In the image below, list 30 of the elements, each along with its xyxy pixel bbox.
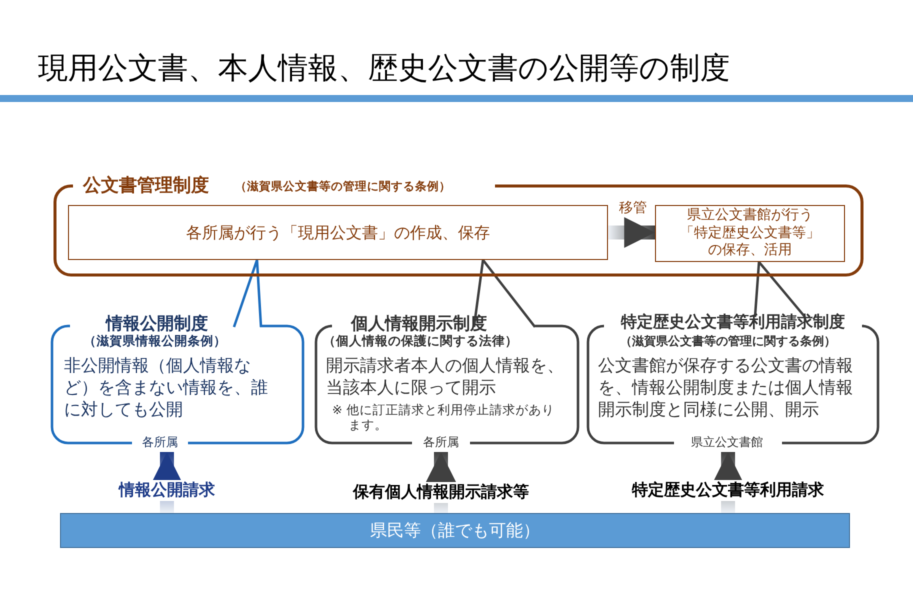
title: 現用公文書、本人情報、歴史公文書の公開等の制度 xyxy=(38,50,730,88)
process-box xyxy=(655,205,845,262)
edge-label: 保有個人情報開示請求等 xyxy=(350,482,532,503)
section-heading: 公文書管理制度 xyxy=(83,174,209,197)
law-name: （滋賀県公文書等の管理に関する条例） xyxy=(235,179,451,194)
department-label: 県立公文書館 xyxy=(690,434,764,450)
block-arrow xyxy=(152,452,182,513)
description-text: 公文書館が保存する公文書の情報を、情報公開制度または個人情報開示制度と同様に公開、開示 xyxy=(598,356,854,422)
block-arrow xyxy=(712,452,744,513)
process-box xyxy=(68,205,608,260)
process-text: 各所属が行う「現用公文書」の作成、保存 xyxy=(185,222,491,242)
callout-pointer xyxy=(472,258,536,328)
block-arrow xyxy=(608,217,655,248)
department-label: 各所属 xyxy=(422,434,460,450)
department-label: 各所属 xyxy=(141,434,179,450)
description-text: 非公開情報（個人情報など）を含まない情報を、誰に対しても公開 xyxy=(64,356,269,422)
law-name: （滋賀県情報公開条例） xyxy=(82,333,228,350)
section-heading: 個人情報開示制度 xyxy=(350,313,488,334)
section-heading: 特定歴史公文書等利用請求制度 xyxy=(620,312,846,333)
process-text: 県立公文書館が行う「特定歴史公文書等」の保存、活用 xyxy=(679,207,821,260)
description-text: 開示請求者本人の個人情報を、当該本人に限って開示 xyxy=(326,356,565,400)
callout-pointer xyxy=(754,260,806,318)
callout-pointer xyxy=(232,258,262,328)
citizen-bar: 県民等（誰でも可能） xyxy=(60,513,850,548)
law-name: （滋賀県公文書等の管理に関する条例） xyxy=(619,333,837,350)
block-arrow xyxy=(426,452,456,513)
section-heading: 情報公開制度 xyxy=(104,313,209,334)
edge-label: 情報公開請求 xyxy=(116,480,218,501)
note-text: ※ 他に訂正請求と利用停止請求があります。 xyxy=(332,402,556,432)
law-name: （個人情報の保護に関する法律） xyxy=(322,333,519,350)
